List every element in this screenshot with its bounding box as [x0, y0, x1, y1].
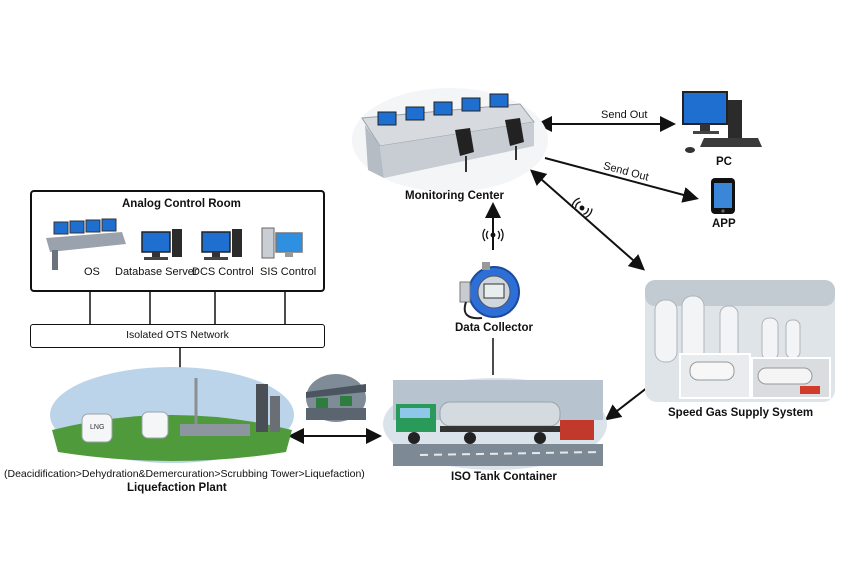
analog-control-room-title: Analog Control Room — [122, 198, 241, 210]
monitoring-gas-arrow — [529, 169, 646, 271]
send-out-pc-label: Send Out — [601, 109, 648, 121]
app-label: APP — [712, 218, 736, 230]
os-console-icon — [46, 218, 126, 270]
wireless-signal-icon — [482, 228, 504, 242]
database-server-icon — [141, 229, 182, 260]
dcs-control-icon — [201, 229, 242, 260]
monitoring-center-label: Monitoring Center — [405, 190, 505, 202]
data-collector-label: Data Collector — [455, 322, 533, 334]
dcs-control-label: DCS Control — [192, 266, 254, 278]
sis-control-label: SIS Control — [260, 266, 317, 278]
liquefaction-process-text: (Deacidification>Dehydration&Demercurati… — [4, 468, 365, 480]
liquefaction-plant-label: Liquefaction Plant — [127, 482, 227, 494]
lng-tank-text: LNG — [90, 424, 105, 431]
database-server-label: Database Server — [115, 266, 198, 278]
speed-gas-supply-label: Speed Gas Supply System — [668, 407, 814, 419]
iso-tank-container-label: ISO Tank Container — [451, 471, 557, 483]
wireless-signal-icon — [571, 197, 593, 219]
pc-label: PC — [716, 156, 732, 168]
isolated-ots-network-bar: Isolated OTS Network — [30, 324, 325, 348]
sis-control-icon — [261, 227, 303, 259]
os-label: OS — [84, 266, 100, 278]
